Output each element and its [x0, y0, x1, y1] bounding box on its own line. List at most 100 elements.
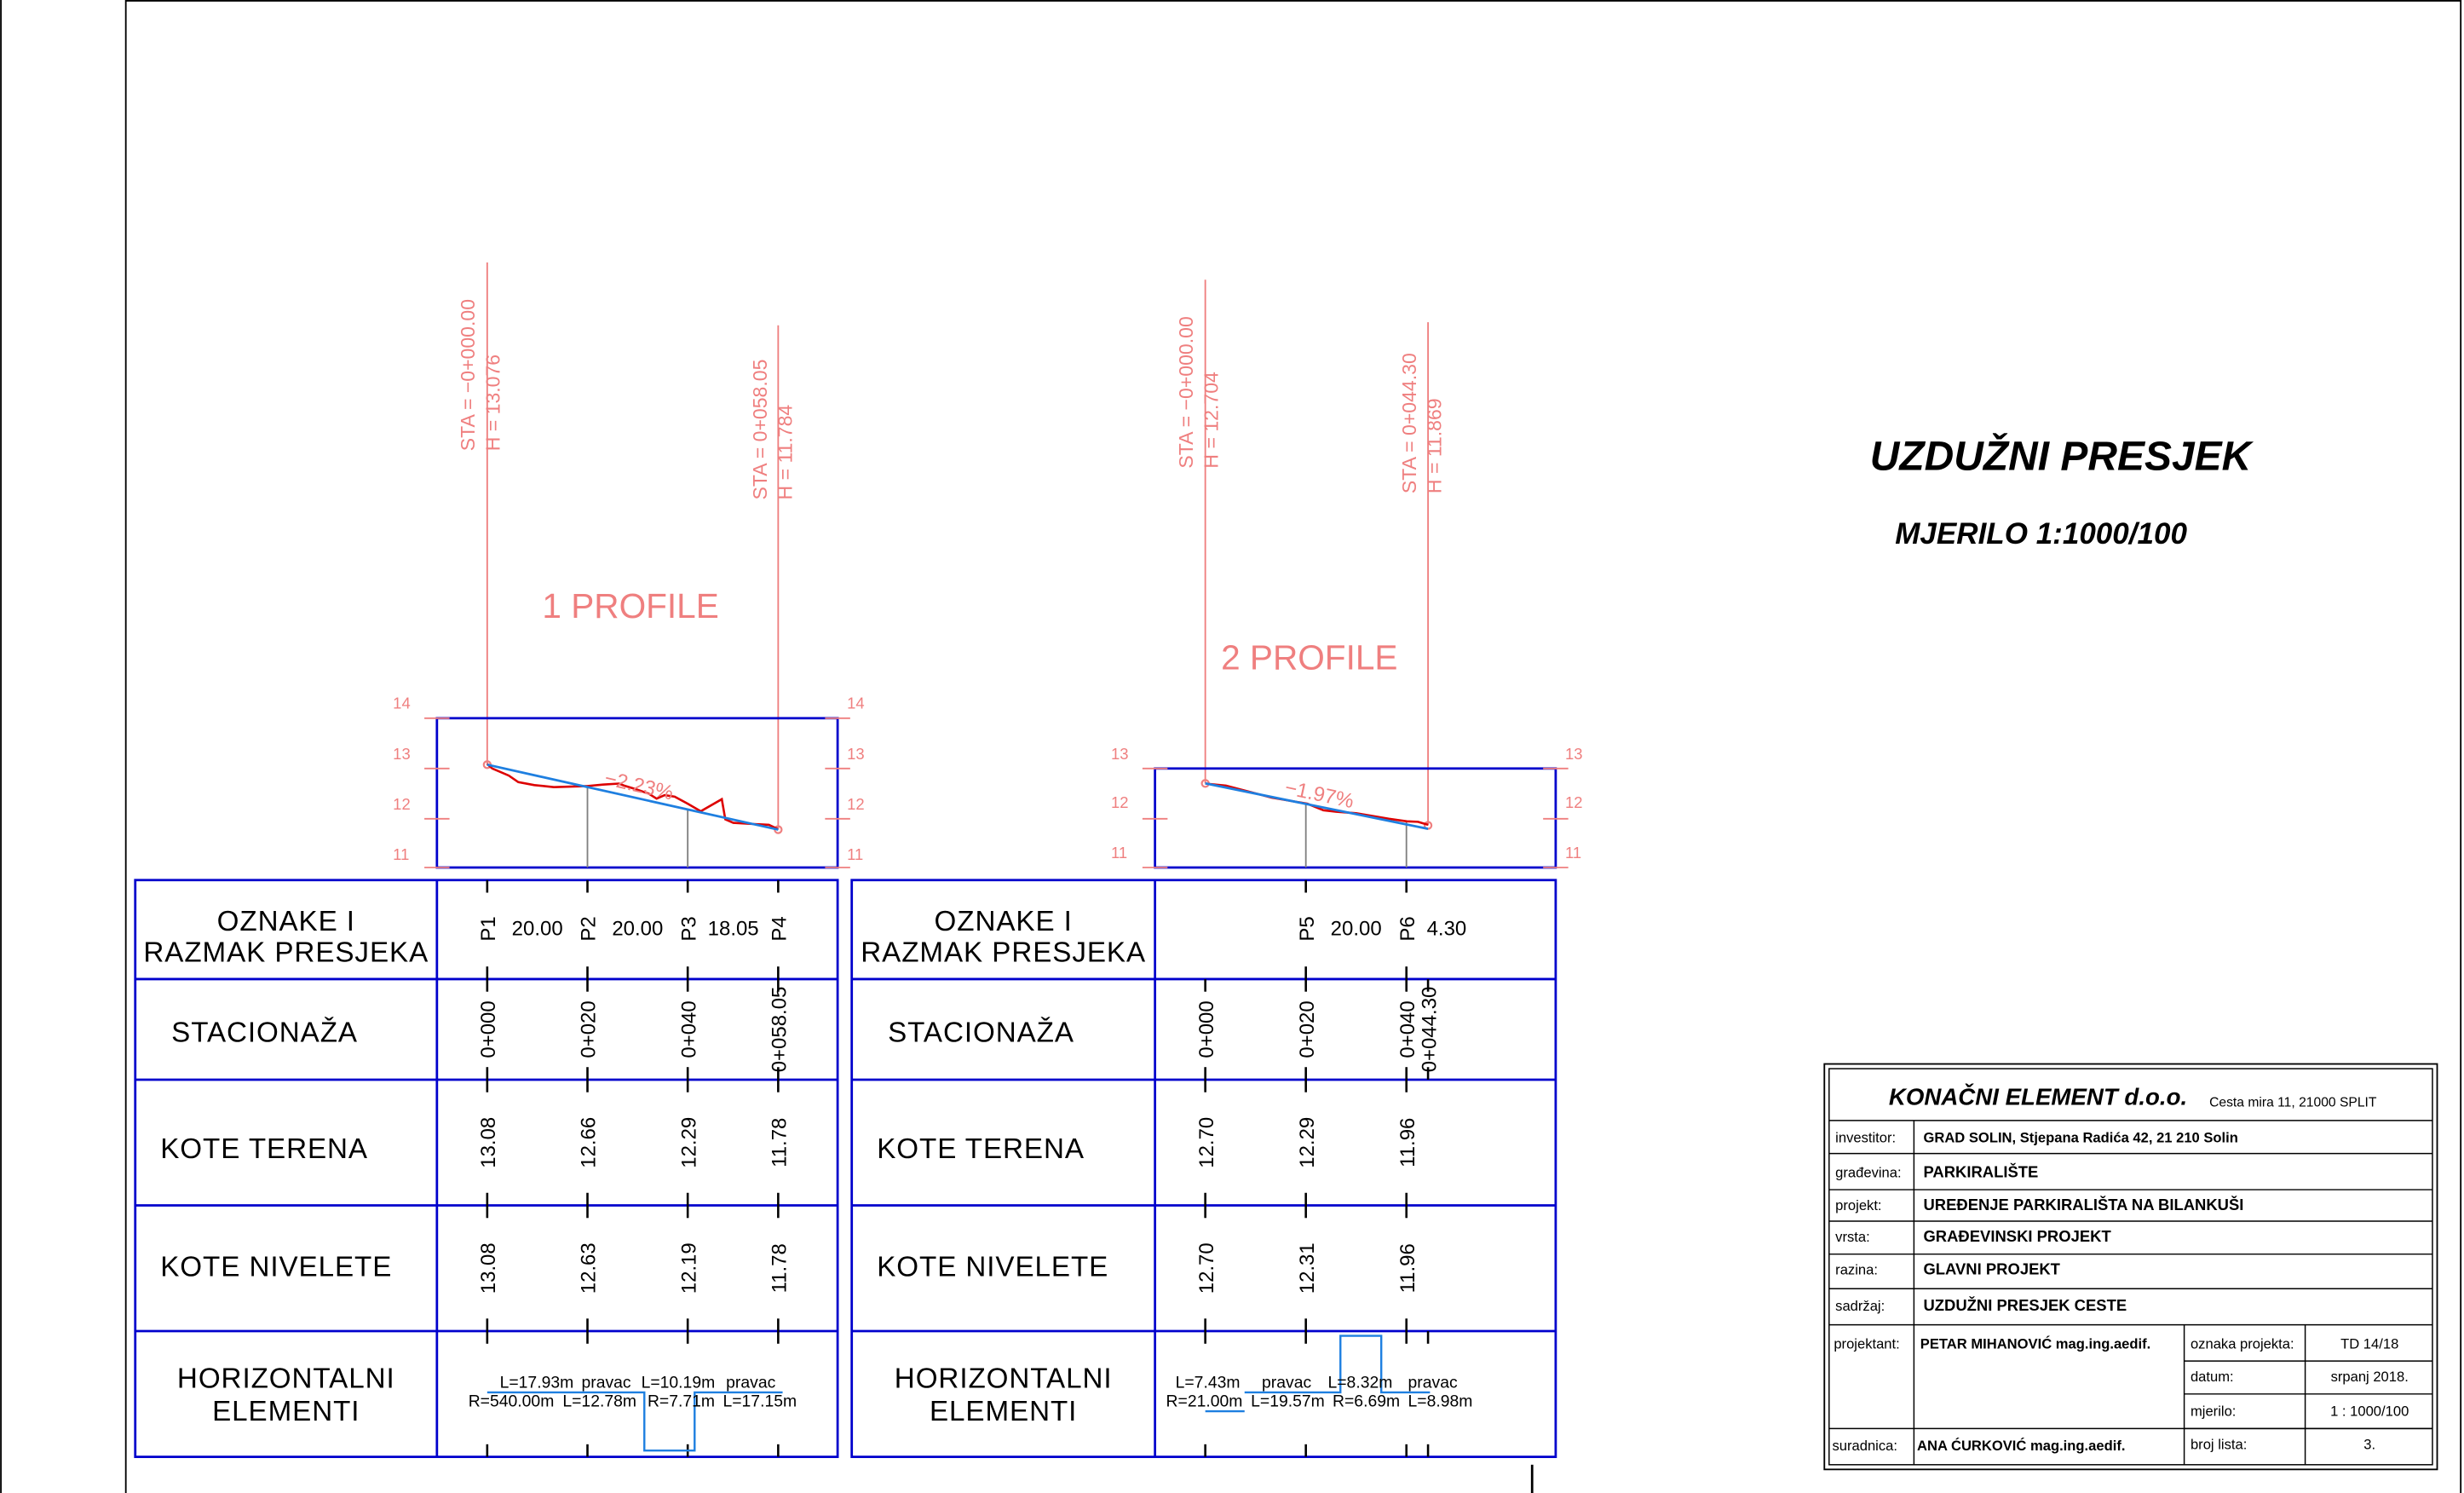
profile-graph-frame — [1154, 767, 1557, 869]
section-stationing: 0+000 — [1195, 1000, 1218, 1058]
horizontal-element-bottom: R=7.71m — [648, 1392, 715, 1411]
row-label-stacionaza: STACIONAŽA — [171, 1017, 358, 1049]
title-block-meta-label: broj lista: — [2191, 1436, 2247, 1452]
section-distance: 4.30 — [1427, 917, 1467, 940]
axis-label-right: 13 — [847, 745, 865, 763]
section-stationing: 0+020 — [578, 1000, 601, 1058]
axis-label-left: 12 — [1111, 793, 1129, 811]
title-block-meta-label: datum: — [2191, 1369, 2234, 1385]
horizontal-element-bottom: R=21.00m — [1166, 1392, 1243, 1411]
horizontal-element-bottom: L=19.57m — [1251, 1392, 1325, 1411]
title-block-value: UZDUŽNI PRESJEK CESTE — [1923, 1296, 2127, 1314]
station-label: STA = −0+000.00 — [1175, 316, 1197, 468]
title-block-label: vrsta: — [1835, 1229, 1870, 1245]
profile-graph-frame — [435, 717, 839, 869]
section-distance: 20.00 — [1331, 917, 1382, 940]
title-block-value: GRAD SOLIN, Stjepana Radića 42, 21 210 S… — [1923, 1130, 2237, 1146]
axis-label-left: 12 — [393, 795, 411, 813]
row-label-oznake: OZNAKE I — [935, 906, 1073, 937]
company-name: KONAČNI ELEMENT d.o.o. — [1889, 1082, 2187, 1110]
title-block-meta-label: mjerilo: — [2191, 1404, 2236, 1420]
section-terrain-elevation: 12.70 — [1195, 1117, 1218, 1168]
row-label-oznake: OZNAKE I — [217, 906, 355, 937]
axis-label-right: 14 — [847, 695, 865, 712]
section-distance: 18.05 — [708, 917, 759, 940]
horizontal-element-top: pravac — [1262, 1373, 1311, 1392]
section-terrain-elevation: 12.29 — [1296, 1117, 1319, 1168]
table-frame — [850, 879, 1557, 1458]
axis-label-right: 12 — [847, 795, 865, 813]
title-block-label: projekt: — [1835, 1197, 1881, 1213]
section-name: P4 — [769, 916, 792, 941]
section-grade-elevation: 11.78 — [769, 1243, 792, 1293]
suradnica-label: suradnica: — [1832, 1438, 1897, 1454]
title-block-value: UREĐENJE PARKIRALIŠTA NA BILANKUŠI — [1923, 1196, 2243, 1213]
horizontal-element-bottom: L=12.78m — [562, 1392, 636, 1411]
elevation-label: H = 11.869 — [1423, 398, 1445, 493]
section-grade-elevation: 11.96 — [1396, 1243, 1419, 1293]
horizontal-element-bottom: R=6.69m — [1333, 1392, 1400, 1411]
section-stationing: 0+000 — [477, 1000, 500, 1058]
horizontal-element-top: L=17.93m — [500, 1373, 574, 1392]
title-block-value: GRAĐEVINSKI PROJEKT — [1923, 1227, 2111, 1245]
section-distance: 20.00 — [512, 917, 563, 940]
title-block-value: PARKIRALIŠTE — [1923, 1162, 2038, 1180]
elevation-label: H = 11.784 — [774, 405, 797, 500]
horizontal-element-top: pravac — [1408, 1373, 1458, 1392]
station-label: STA = −0+000.00 — [457, 299, 479, 451]
title-block: KONAČNI ELEMENT d.o.o. Cesta mira 11, 21… — [1823, 1063, 2438, 1471]
section-terrain-elevation: 12.66 — [578, 1117, 601, 1168]
row-label-razmak: RAZMAK PRESJEKA — [861, 937, 1146, 969]
grade-line — [1205, 781, 1429, 830]
title-block-meta-value: srpanj 2018. — [2331, 1369, 2409, 1385]
station-label: STA = 0+058.05 — [749, 360, 771, 500]
section-stationing: 0+040 — [1396, 1000, 1419, 1058]
axis-label-left: 14 — [393, 695, 411, 712]
section-name: P1 — [477, 916, 500, 941]
profile-title: 1 PROFILE — [542, 586, 718, 625]
axis-label-right: 13 — [1565, 745, 1583, 763]
section-stationing: 0+058.05 — [769, 987, 792, 1073]
profile-title: 2 PROFILE — [1221, 638, 1397, 677]
terrain-line — [486, 763, 779, 830]
title-block-value: GLAVNI PROJEKT — [1923, 1260, 2060, 1278]
projektant-label: projektant: — [1834, 1335, 1899, 1352]
section-grade-elevation: 12.19 — [677, 1242, 700, 1294]
title-block-grid: investitor: GRAD SOLIN, Stjepana Radića 4… — [1828, 1120, 2432, 1465]
elevation-label: H = 12.704 — [1200, 372, 1222, 469]
row-label-horizontalni: HORIZONTALNI — [895, 1363, 1113, 1394]
horizontal-element-bottom: L=8.98m — [1408, 1392, 1473, 1411]
row-label-stacionaza: STACIONAŽA — [888, 1017, 1074, 1049]
section-terrain-elevation: 11.96 — [1396, 1118, 1419, 1167]
horizontal-element-top: L=8.32m — [1327, 1373, 1392, 1392]
grade-line — [486, 763, 779, 831]
title-block-label: investitor: — [1835, 1130, 1896, 1146]
axis-label-right: 11 — [847, 845, 863, 863]
title-block-label: sadržaj: — [1835, 1298, 1885, 1314]
horizontal-element-top: pravac — [581, 1373, 630, 1392]
horizontal-element-top: L=7.43m — [1176, 1373, 1241, 1392]
axis-label-left: 13 — [1111, 745, 1129, 763]
suradnica-name: ANA ĆURKOVIĆ mag.ing.aedif. — [1917, 1438, 2125, 1454]
title-block-meta-value: TD 14/18 — [2340, 1335, 2398, 1352]
section-grade-elevation: 13.08 — [477, 1242, 500, 1294]
section-terrain-elevation: 13.08 — [477, 1117, 500, 1168]
section-name: P5 — [1296, 916, 1319, 941]
horizontal-element-top: L=10.19m — [642, 1373, 716, 1392]
row-label-kote-nivelete: KOTE NIVELETE — [160, 1251, 392, 1283]
row-label-elementi: ELEMENTI — [212, 1396, 360, 1427]
horizontal-element-top: pravac — [726, 1373, 775, 1392]
row-label-razmak: RAZMAK PRESJEKA — [143, 937, 429, 969]
title-block-inner — [1828, 1068, 2433, 1466]
drawing-title: UZDUŽNI PRESJEK — [1870, 432, 2254, 479]
section-name: P6 — [1396, 916, 1419, 941]
title-block-meta-value: 3. — [2363, 1436, 2375, 1452]
row-label-elementi: ELEMENTI — [930, 1396, 1077, 1427]
section-grade-elevation: 12.70 — [1195, 1242, 1218, 1294]
section-distance: 20.00 — [612, 917, 663, 940]
horizontal-alignment-diagram — [486, 1391, 783, 1452]
